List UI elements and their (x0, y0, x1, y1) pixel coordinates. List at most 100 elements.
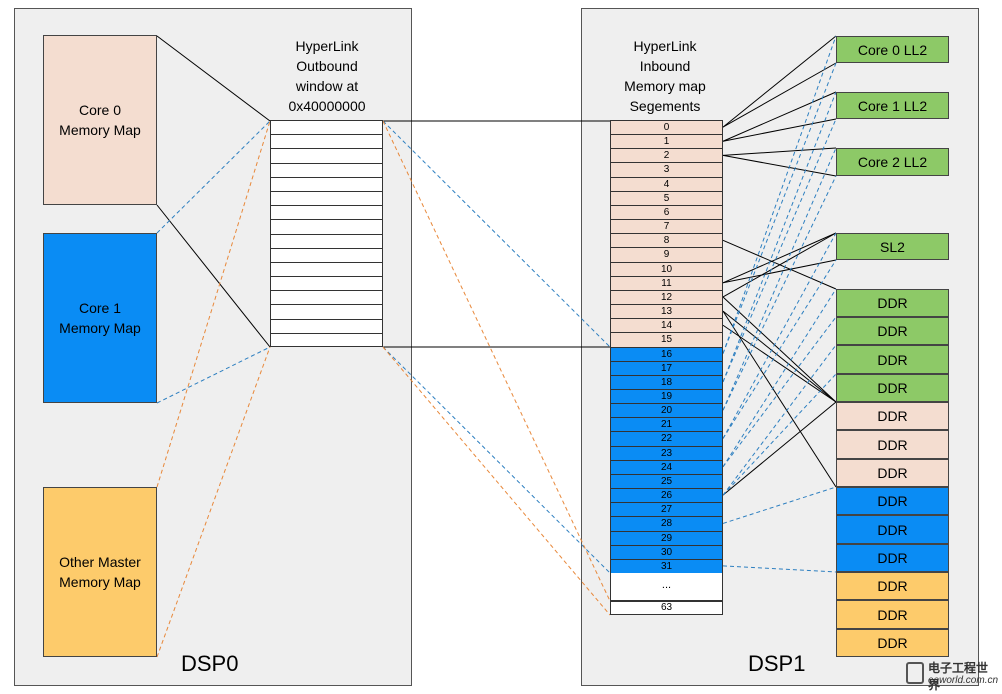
outbound-row (271, 305, 382, 320)
target-ddr: DDR (836, 459, 949, 487)
segment-to-target-line (722, 310, 837, 403)
segment-to-target-line (722, 324, 837, 403)
target-label: DDR (877, 465, 908, 481)
target-label: DDR (877, 578, 908, 594)
core1-to-outbound-line (156, 346, 271, 404)
target-label: SL2 (880, 238, 905, 255)
segment-18: 18 (611, 375, 722, 390)
segment-to-target-line (722, 35, 837, 128)
target-label: DDR (877, 351, 908, 368)
target-ddr: DDR (836, 544, 949, 572)
target-label: DDR (877, 493, 908, 509)
segment-26: 26 (611, 489, 722, 504)
segment-to-target-line (722, 288, 837, 468)
core1-to-outbound-line (156, 120, 271, 234)
segment-to-target-line (722, 91, 837, 383)
segment-63-label: 63 (660, 602, 673, 613)
target-ddr: DDR (836, 374, 949, 402)
segment-17: 17 (611, 361, 722, 376)
target-ddr: DDR (836, 345, 949, 374)
segment-to-target-line (722, 344, 837, 496)
target-core-2-ll2: Core 2 LL2 (836, 148, 949, 176)
segment-5: 5 (611, 191, 722, 206)
inbound-segments-caption: HyperLink Inbound Memory map Segements (624, 38, 706, 114)
target-ddr: DDR (836, 430, 949, 459)
segment-to-target-line (722, 232, 837, 284)
segment-27: 27 (611, 503, 722, 518)
segment-23: 23 (611, 446, 722, 461)
segment-to-target-line (722, 565, 837, 573)
segment-2: 2 (611, 149, 722, 164)
target-label: DDR (877, 323, 908, 339)
segment-15: 15 (611, 333, 722, 348)
target-ddr: DDR (836, 402, 949, 430)
segment-to-target-line (722, 154, 837, 177)
outbound-window (270, 120, 383, 347)
target-label: DDR (877, 380, 908, 396)
outbound-row (271, 220, 382, 235)
segment-to-target-line (722, 147, 837, 156)
outbound-row (271, 291, 382, 306)
outbound-row (271, 178, 382, 192)
core1-memory-map: Core 1 Memory Map (43, 233, 157, 403)
segment-7: 7 (611, 220, 722, 235)
target-ddr: DDR (836, 289, 949, 317)
segment-4: 4 (611, 177, 722, 192)
segment-11: 11 (611, 276, 722, 291)
target-label: Core 1 LL2 (857, 97, 928, 114)
segment-1: 1 (611, 135, 722, 150)
eeworld-watermark: 电子工程世界 eeworld.com.cn (906, 659, 999, 692)
core0-to-outbound-line (156, 35, 271, 122)
segment-to-target-line (722, 91, 837, 142)
segment-29: 29 (611, 531, 722, 546)
target-ddr: DDR (836, 600, 949, 629)
target-ddr: DDR (836, 515, 949, 544)
segment-28: 28 (611, 517, 722, 532)
segment-to-target-line (722, 310, 837, 488)
segment-to-target-line (722, 401, 837, 496)
target-ddr: DDR (836, 629, 949, 657)
segment-to-target-line (722, 62, 837, 128)
target-sl2: SL2 (836, 233, 949, 260)
outbound-row (271, 249, 382, 263)
segment-25: 25 (611, 474, 722, 490)
other-master-to-outbound-line (156, 120, 271, 488)
outbound-row (271, 263, 382, 278)
segment-to-target-line (722, 35, 837, 354)
target-label: DDR (877, 550, 908, 566)
core0-to-outbound-line (156, 204, 271, 348)
segment-to-target-line (722, 118, 837, 383)
outbound-row (271, 320, 382, 334)
segment-ellipsis: ... (610, 573, 723, 601)
core0-memory-map-label: Core 0 Memory Map (59, 102, 141, 138)
other-master-memory-map-label: Other Master Memory Map (59, 554, 141, 590)
segment-21: 21 (611, 418, 722, 433)
target-label: DDR (877, 635, 908, 651)
target-core-1-ll2: Core 1 LL2 (836, 92, 949, 119)
segment-14: 14 (611, 319, 722, 334)
target-core-0-ll2: Core 0 LL2 (836, 36, 949, 63)
outbound-to-inbound-line (382, 120, 611, 348)
outbound-to-inbound-line (382, 120, 611, 602)
segment-to-target-line (722, 232, 837, 298)
watermark-url: eeworld.com.cn (928, 675, 999, 686)
target-label: DDR (877, 606, 908, 623)
segment-12: 12 (611, 290, 722, 306)
segment-to-target-line (722, 486, 837, 524)
target-label: Core 2 LL2 (857, 154, 928, 170)
outbound-row (271, 192, 382, 207)
segment-19: 19 (611, 389, 722, 405)
segment-0: 0 (611, 121, 722, 136)
other-master-to-outbound-line (156, 346, 271, 658)
target-ddr: DDR (836, 572, 949, 600)
segment-24: 24 (611, 460, 722, 475)
outbound-row (271, 149, 382, 164)
dsp1-label: DSP1 (748, 651, 806, 676)
outbound-row (271, 277, 382, 292)
outbound-window-caption: HyperLink Outbound window at 0x40000000 (288, 38, 366, 114)
segment-13: 13 (611, 305, 722, 320)
segment-20: 20 (611, 404, 722, 419)
segment-8: 8 (611, 234, 722, 249)
outbound-to-inbound-line (382, 346, 611, 616)
